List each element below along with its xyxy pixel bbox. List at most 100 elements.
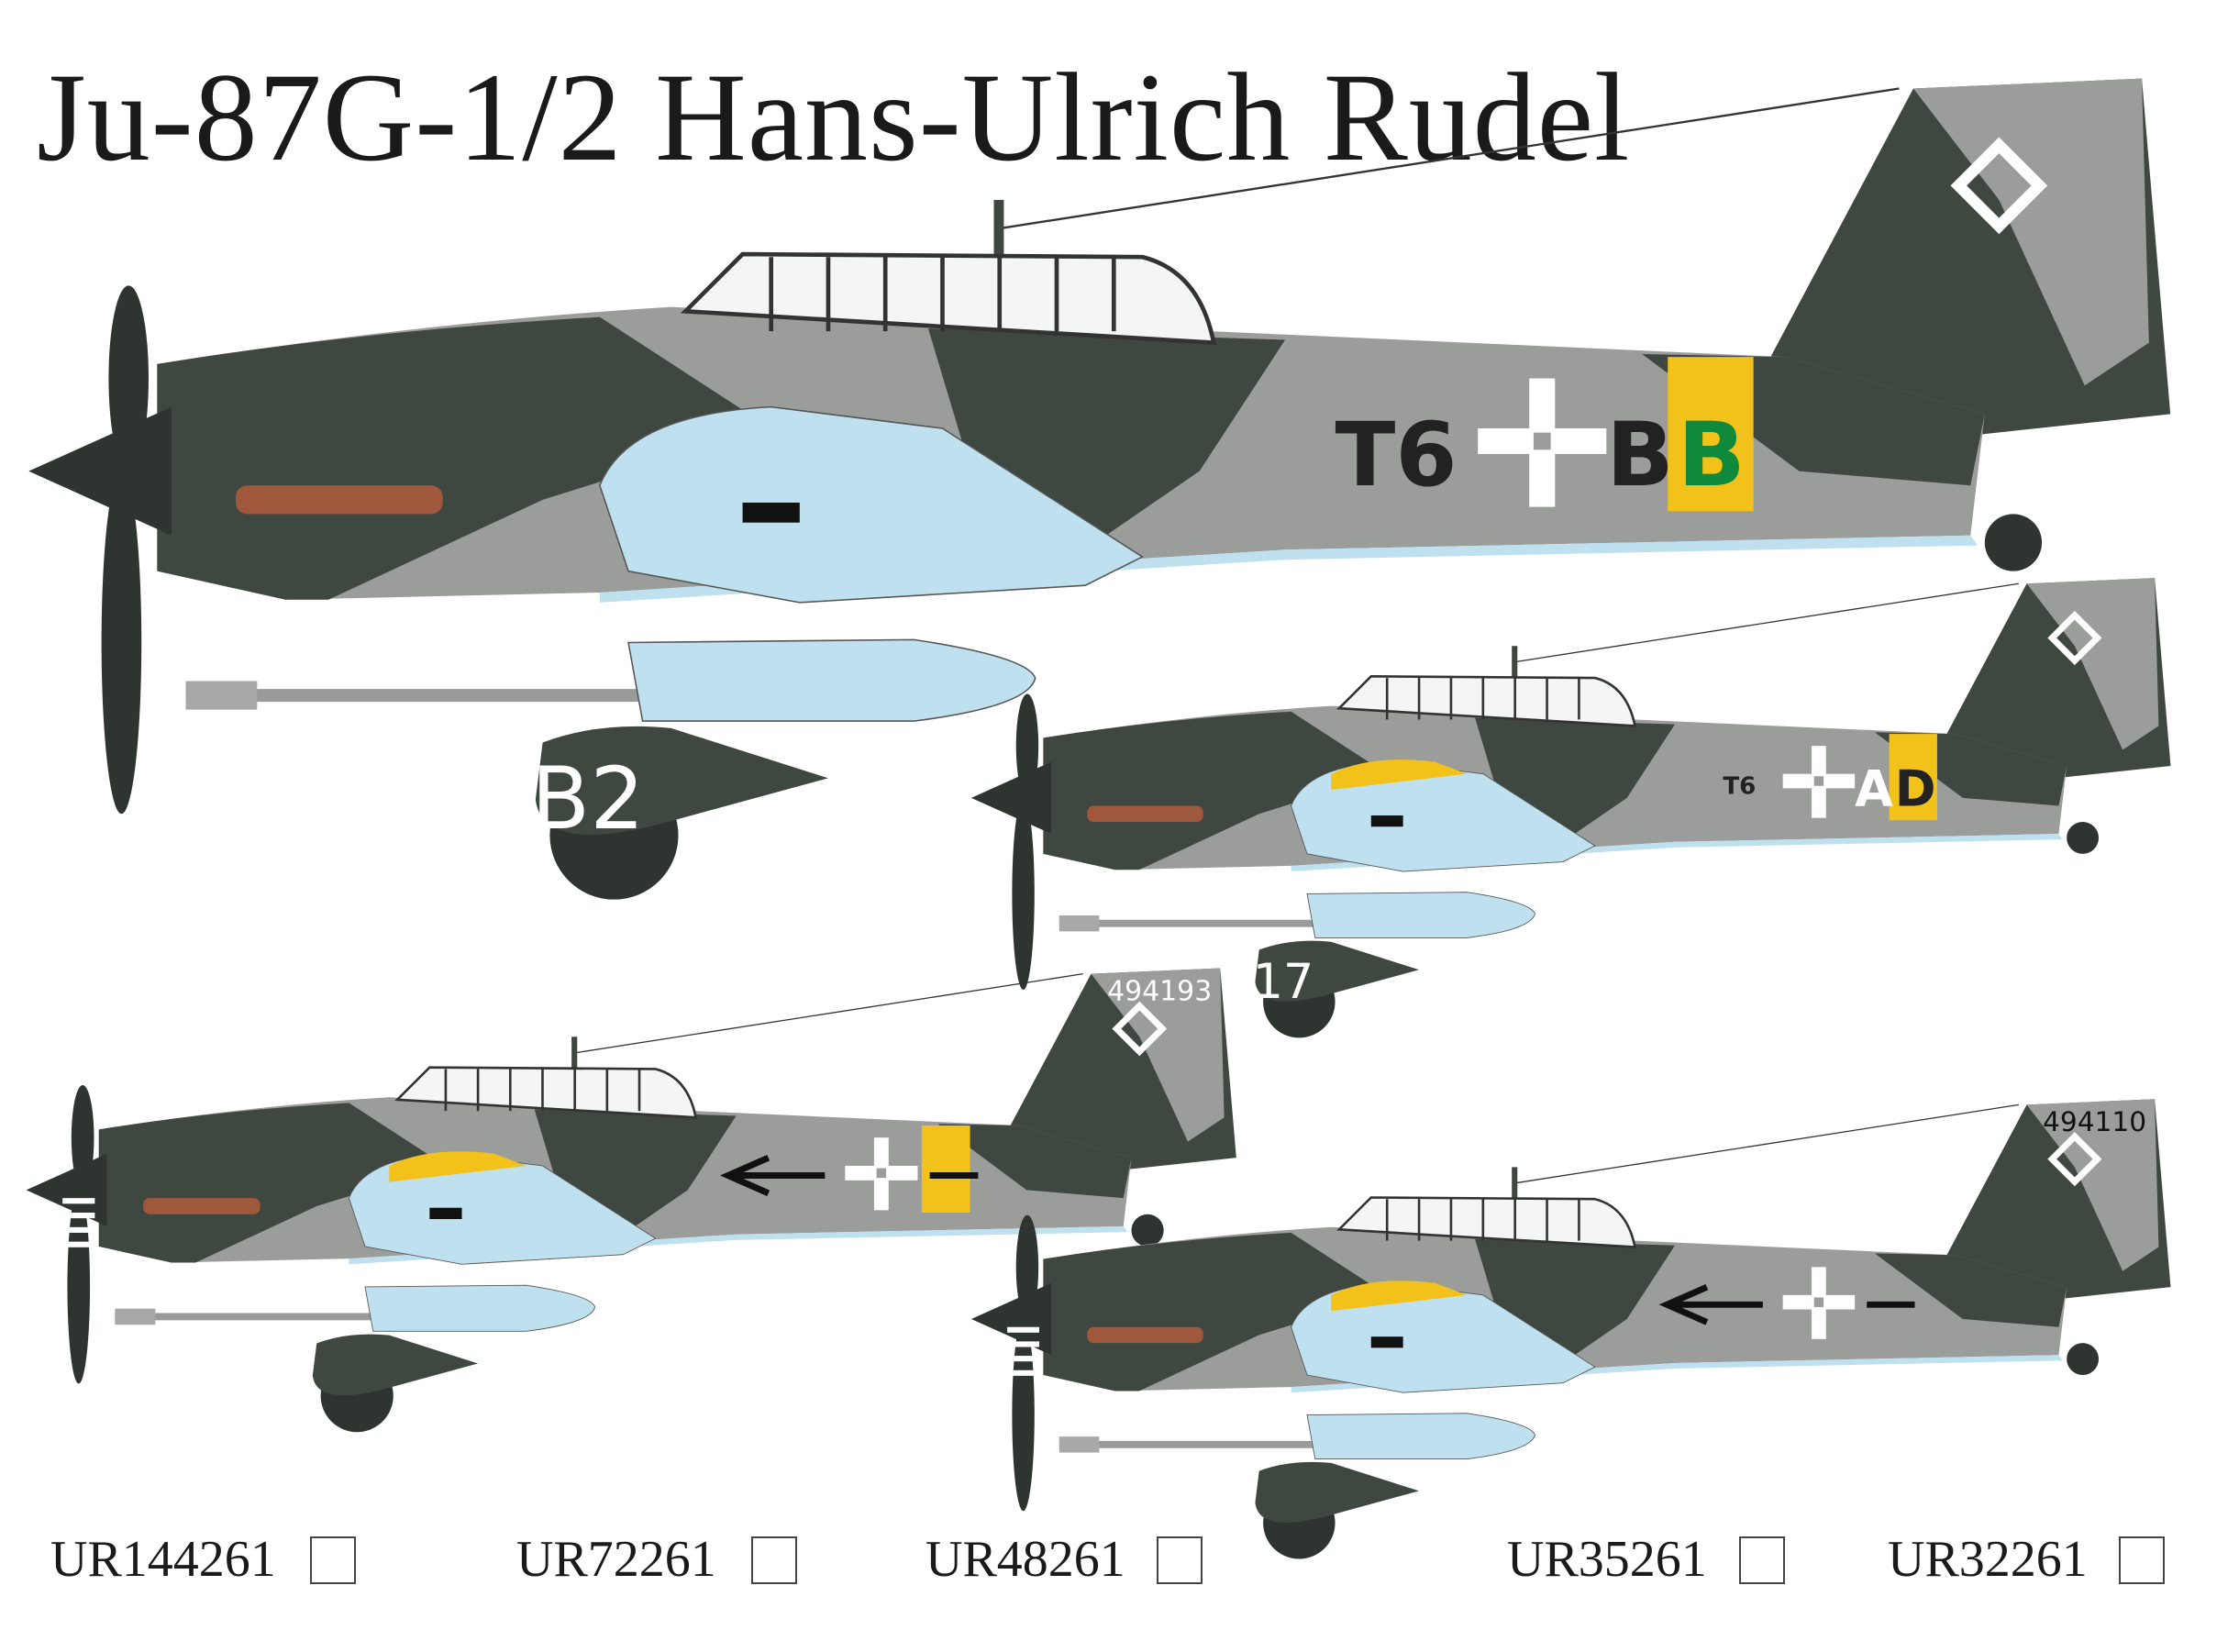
code-letter-2: B bbox=[1678, 403, 1746, 506]
spinner-stripe bbox=[1007, 1369, 1040, 1376]
tail-fin-camo bbox=[1091, 968, 1225, 1142]
wheel-spat bbox=[535, 726, 828, 836]
wheel-spat bbox=[1255, 1461, 1420, 1523]
canopy bbox=[394, 1066, 698, 1119]
engine-cowling-yellow bbox=[389, 1151, 526, 1182]
code-letter-1: A bbox=[1855, 760, 1893, 818]
antenna-wire bbox=[1514, 582, 2019, 663]
tail-wheel bbox=[2067, 821, 2100, 854]
checkbox-2[interactable] bbox=[751, 1536, 797, 1584]
canopy bbox=[680, 251, 1217, 346]
cross-center bbox=[1813, 776, 1824, 786]
balkenkreuz bbox=[1782, 746, 1856, 818]
muzzle-brake bbox=[115, 1308, 156, 1325]
wing-marking bbox=[742, 502, 800, 523]
yellow-fuselage-band bbox=[1668, 357, 1754, 512]
fuselage-camo-1 bbox=[98, 1103, 446, 1263]
code-letter-2: D bbox=[1895, 760, 1936, 818]
checkbox-5[interactable] bbox=[2119, 1536, 2165, 1584]
tail-fin-camo bbox=[2026, 1099, 2159, 1271]
spinner-stripe bbox=[1007, 1341, 1040, 1347]
tail-marking bbox=[1112, 1001, 1168, 1057]
propeller-blade-bottom bbox=[1012, 797, 1035, 991]
tail-serial: 494110 bbox=[2043, 1105, 2146, 1137]
underside-strip bbox=[1291, 834, 2063, 872]
code-letter-1: B bbox=[1606, 403, 1674, 506]
spinner-stripe bbox=[1007, 1356, 1040, 1362]
antenna-wire bbox=[574, 973, 1083, 1054]
antenna-wire bbox=[999, 87, 1900, 230]
yellow-fuselage-band bbox=[921, 1125, 970, 1213]
product-code-5: UR32261 bbox=[1888, 1531, 2088, 1588]
antenna-mast bbox=[1512, 1167, 1518, 1203]
spinner-stripe bbox=[1007, 1326, 1040, 1333]
antenna-mast bbox=[1512, 646, 1518, 682]
checkbox-4[interactable] bbox=[1739, 1536, 1785, 1584]
exhaust-stacks bbox=[235, 485, 443, 515]
product-code-4: UR35261 bbox=[1507, 1531, 1707, 1588]
muzzle-brake bbox=[185, 681, 258, 710]
spinner-stripe bbox=[62, 1212, 95, 1219]
spinner-stripe bbox=[62, 1226, 95, 1233]
tail-wheel bbox=[2067, 1343, 2100, 1376]
propeller-blade-bottom bbox=[67, 1190, 91, 1384]
cannon-pod bbox=[1306, 892, 1535, 938]
propeller-blade-top bbox=[1015, 693, 1039, 798]
exhaust-stacks bbox=[1087, 805, 1203, 822]
cannon-pod bbox=[1306, 1413, 1535, 1459]
propeller-blade-top bbox=[108, 285, 150, 471]
engine-cowling-yellow bbox=[1331, 1281, 1468, 1312]
tail-marking bbox=[1950, 137, 2048, 235]
cannon-pod bbox=[627, 638, 1036, 722]
antenna-mast bbox=[993, 199, 1004, 264]
spat-number: 17 bbox=[1253, 954, 1314, 1010]
cross-center bbox=[1813, 1297, 1824, 1307]
fuselage-camo-1 bbox=[1043, 1232, 1388, 1391]
checkbox-3[interactable] bbox=[1157, 1536, 1203, 1584]
wheel-spat bbox=[312, 1334, 479, 1396]
propeller-blade-bottom bbox=[101, 471, 142, 815]
tail-fin-camo bbox=[2026, 578, 2159, 750]
antenna-mast bbox=[571, 1037, 578, 1073]
underside-strip bbox=[599, 535, 1979, 603]
code-prefix: T6 bbox=[1723, 772, 1756, 800]
exhaust-stacks bbox=[143, 1198, 260, 1214]
aircraft-profile-4: 494110 bbox=[970, 1099, 2171, 1559]
product-code-1: UR144261 bbox=[50, 1531, 276, 1588]
wing-marking bbox=[1370, 815, 1403, 827]
propeller-blade-top bbox=[71, 1085, 94, 1191]
checkbox-1[interactable] bbox=[310, 1536, 356, 1584]
spinner bbox=[28, 406, 172, 536]
product-code-3: UR48261 bbox=[926, 1531, 1125, 1588]
tail-marking bbox=[2047, 610, 2102, 666]
sheet-title: Ju-87G-1/2 Hans-Ulrich Rudel bbox=[37, 47, 1631, 187]
code-prefix: T6 bbox=[1336, 403, 1458, 506]
underside-strip bbox=[1291, 1355, 2063, 1393]
muzzle-brake bbox=[1059, 915, 1100, 932]
spinner-stripe bbox=[62, 1198, 95, 1204]
spinner-stripe bbox=[62, 1241, 95, 1247]
tail-wheel bbox=[1131, 1214, 1164, 1247]
antenna-wire bbox=[1514, 1103, 2019, 1184]
fuselage-camo-3 bbox=[1874, 1253, 2067, 1327]
balkenkreuz bbox=[845, 1137, 918, 1211]
cross-center bbox=[1533, 432, 1551, 450]
yellow-fuselage-band bbox=[1889, 734, 1937, 821]
propeller-blade-bottom bbox=[1012, 1318, 1035, 1512]
cannon-pod bbox=[364, 1284, 596, 1332]
spinner bbox=[970, 761, 1052, 835]
chevron-marking bbox=[720, 1154, 770, 1197]
wing-marking bbox=[1370, 1336, 1403, 1348]
muzzle-brake bbox=[1059, 1436, 1100, 1453]
fuselage-camo-1 bbox=[1043, 711, 1388, 870]
balkenkreuz bbox=[1782, 1267, 1856, 1339]
wing-root bbox=[599, 405, 1144, 604]
tail-fin-camo bbox=[1912, 78, 2149, 386]
cross-center bbox=[876, 1168, 887, 1179]
tail-wheel bbox=[1984, 514, 2043, 571]
product-code-2: UR72261 bbox=[516, 1531, 716, 1588]
fuselage-camo-1 bbox=[157, 316, 771, 600]
